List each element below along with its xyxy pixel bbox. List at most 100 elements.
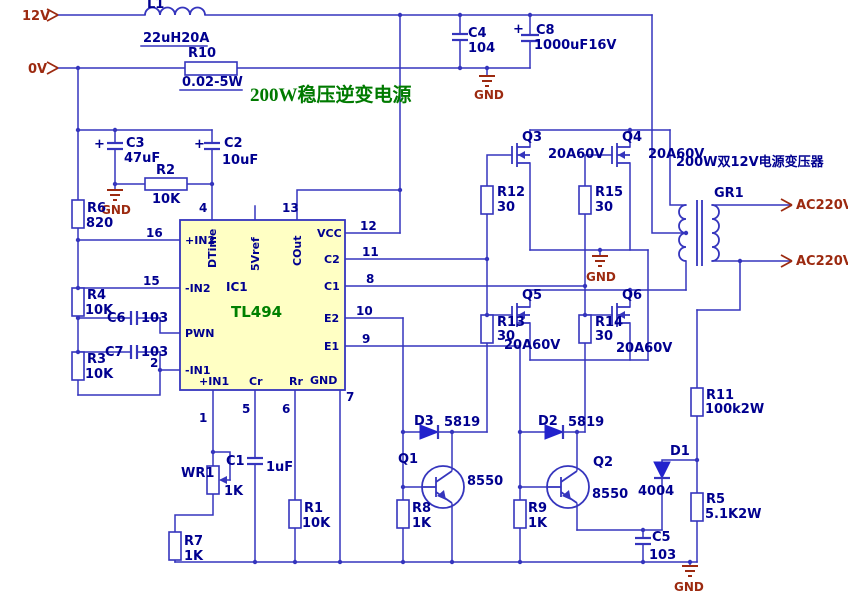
c4-ref: C4 (468, 26, 487, 41)
r14-value: 30 (595, 329, 613, 344)
r2-resistor (144, 177, 188, 191)
r9-resistor (513, 499, 527, 529)
junction-dots (75, 12, 743, 565)
c3-plus-sign: + (94, 137, 105, 152)
port-arrow-12v (46, 8, 59, 22)
ic-pin-number-16: 16 (146, 226, 163, 240)
q5-value: 20A60V (504, 338, 560, 353)
r14-ref: R14 (595, 315, 623, 330)
ic-pin-vcc: VCC (317, 227, 342, 240)
ic-pin-number-13: 13 (282, 201, 299, 215)
ic-pin-in1m: -IN1 (185, 364, 211, 377)
c8-ref: C8 (536, 23, 555, 38)
r8-resistor (396, 499, 410, 529)
r9-ref: R9 (528, 501, 547, 516)
l1-inductor (144, 6, 206, 16)
ic-pin-number-6: 6 (282, 402, 290, 416)
q6-mosfet (611, 303, 630, 327)
ic-pin-e1: E1 (324, 340, 339, 353)
ic-pin-e2: E2 (324, 312, 339, 325)
ic-pin-number-5: 5 (242, 402, 250, 416)
c1-value: 1uF (266, 460, 293, 475)
r6-value: 820 (86, 216, 113, 231)
r4-resistor (71, 287, 85, 317)
ground-symbol-mid (592, 255, 608, 267)
q2-transistor (546, 465, 590, 509)
d3-value: 5819 (444, 415, 480, 430)
c7-capacitor (129, 345, 139, 359)
ic-pin-number-2: 2 (150, 356, 158, 370)
r13-resistor (480, 314, 494, 344)
ground-symbol-left (107, 189, 123, 201)
q3-ref: Q3 (522, 130, 542, 145)
port-arrow-ac-2 (780, 254, 793, 268)
c3-capacitor (107, 141, 123, 151)
c7-ref: C7 (105, 345, 124, 360)
d2-ref: D2 (538, 414, 558, 429)
c5-ref: C5 (652, 530, 671, 545)
d3-ref: D3 (414, 414, 434, 429)
ic-part-number: TL494 (231, 303, 282, 321)
port-label-0v: 0V (28, 62, 47, 77)
c8-plus-sign: + (513, 22, 524, 37)
ic-pin-number-15: 15 (143, 274, 160, 288)
c8-capacitor (521, 33, 539, 43)
ic-ref: IC1 (226, 280, 248, 294)
r10-value: 0.02-5W (182, 75, 243, 90)
r12-value: 30 (497, 200, 515, 215)
r9-value: 1K (528, 516, 548, 531)
c5-capacitor (635, 536, 651, 546)
r1-resistor (288, 499, 302, 529)
ic-pin-rr: Rr (289, 375, 303, 388)
c6-value: 103 (141, 311, 168, 326)
ac-output-label-1: AC220V (796, 198, 848, 213)
r3-value: 10K (85, 367, 114, 382)
port-arrow-0v (46, 61, 59, 75)
r7-ref: R7 (184, 534, 203, 549)
c2-value: 10uF (222, 153, 258, 168)
ic-pin-cr: Cr (249, 375, 263, 388)
wr1-potentiometer (206, 465, 227, 495)
ic-pin-number-7: 7 (346, 390, 354, 404)
r4-value: 10K (85, 303, 114, 318)
transformer-description: 200W双12V电源变压器 (676, 154, 825, 170)
c3-value: 47uF (124, 151, 160, 166)
ic-pin-in2m: -IN2 (185, 282, 211, 295)
r13-ref: R13 (497, 315, 525, 330)
ic1-body (179, 219, 346, 391)
r8-ref: R8 (412, 501, 431, 516)
r5-value: 5.1K2W (705, 507, 762, 522)
q3-value: 20A60V (548, 147, 604, 162)
q1-transistor (421, 465, 465, 509)
wr1-ref: WR1 (181, 466, 214, 481)
ground-symbol-top (479, 75, 495, 87)
r15-ref: R15 (595, 185, 623, 200)
gnd-label-mid: GND (586, 270, 616, 284)
r11-value: 100k2W (705, 402, 764, 417)
r12-ref: R12 (497, 185, 525, 200)
c4-value: 104 (468, 41, 495, 56)
ic-pin-dtime: DTime (206, 229, 219, 268)
ic-pin-number-10: 10 (356, 304, 373, 318)
l1-value: 22uH20A (143, 31, 209, 46)
wr1-value: 1K (224, 484, 244, 499)
ic-pin-number-11: 11 (362, 245, 379, 259)
q4-mosfet (611, 143, 630, 167)
r7-resistor (168, 531, 182, 561)
ic-pin-c2: C2 (324, 253, 340, 266)
q6-ref: Q6 (622, 288, 642, 303)
q3-mosfet (511, 143, 530, 167)
c8-value: 1000uF16V (534, 38, 616, 53)
schematic-title: 200W稳压逆变电源 (250, 83, 412, 106)
r10-ref: R10 (188, 46, 216, 61)
r1-value: 10K (302, 516, 331, 531)
c2-ref: C2 (224, 136, 243, 151)
d3-diode (419, 424, 440, 440)
q2-value: 8550 (592, 487, 628, 502)
r6-resistor (71, 199, 85, 229)
c5-value: 103 (649, 548, 676, 563)
gnd-label-left: GND (101, 203, 131, 217)
gnd-label-top: GND (474, 88, 504, 102)
r14-resistor (578, 314, 592, 344)
